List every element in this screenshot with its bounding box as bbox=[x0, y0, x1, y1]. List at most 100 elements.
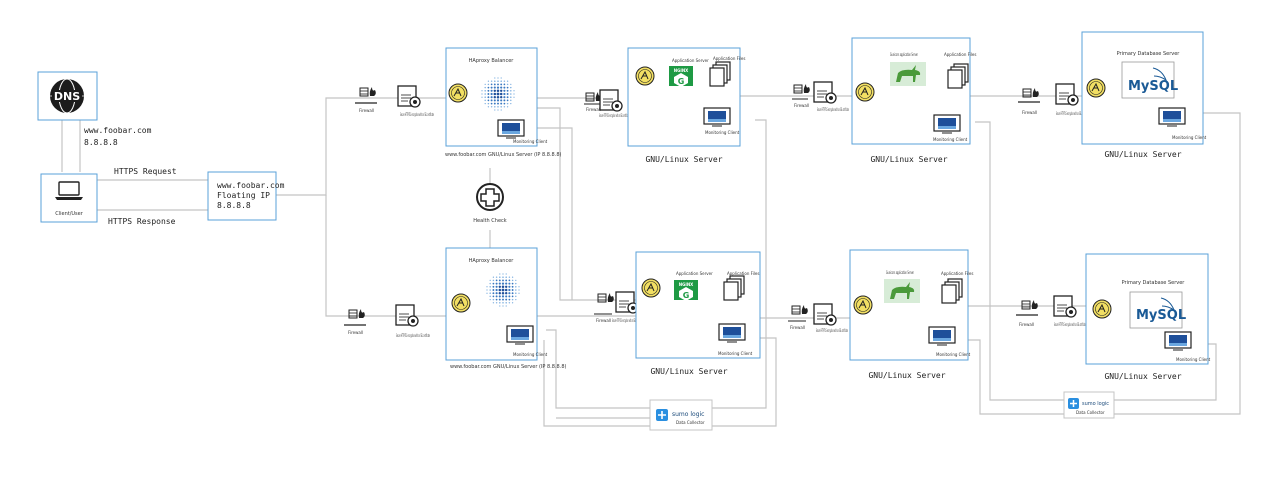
floating-ip: 8.8.8.8 bbox=[217, 201, 251, 210]
monitor-icon bbox=[1164, 331, 1192, 351]
nginx-logo-text: NGINX bbox=[674, 68, 689, 73]
haproxy-logo-icon bbox=[481, 77, 515, 111]
sumologic-icon bbox=[656, 409, 668, 421]
ssl-web-bottom: Secure HTTP/TLS encryption with an SSL c… bbox=[612, 291, 642, 323]
firewall-icon bbox=[1021, 299, 1039, 310]
nginx-logo-text: NGINX bbox=[679, 282, 694, 287]
firewall-icon bbox=[791, 304, 809, 315]
firewall-icon bbox=[359, 86, 377, 97]
certification-badge-icon bbox=[1086, 78, 1106, 98]
certification-badge-icon bbox=[451, 293, 471, 313]
ssl-caption: Secure HTTP/TLS encryption with an SSL c… bbox=[400, 112, 434, 117]
firewall-db-bottom: Firewall bbox=[1016, 299, 1039, 327]
dns-ip: 8.8.8.8 bbox=[84, 138, 118, 147]
https-response-label: HTTPS Response bbox=[108, 217, 176, 226]
ssl-app-bottom: Secure HTTP/TLS encryption with an SSL c… bbox=[813, 303, 848, 333]
unicorn-caption: Gunicorn application Server bbox=[886, 270, 914, 275]
web-server-bottom: Application Server NGINX G Application F… bbox=[635, 251, 761, 359]
firewall-label: Firewall bbox=[1022, 110, 1037, 115]
db-server-label: GNU/Linux Server bbox=[1104, 372, 1181, 381]
firewall-db-top: Firewall bbox=[1018, 87, 1040, 115]
certification-badge-icon bbox=[853, 295, 873, 315]
monitor-icon bbox=[497, 119, 525, 139]
files-icon bbox=[709, 61, 731, 87]
nginx-caption: Application Server bbox=[672, 58, 709, 63]
sumo-label: Data Collector bbox=[1076, 410, 1105, 415]
files-caption: Application Files bbox=[941, 271, 973, 276]
mysql-logo-icon: MySQL bbox=[1121, 61, 1178, 99]
monitor-caption: Monitoring Client bbox=[513, 139, 548, 144]
ssl-certificate-icon bbox=[615, 291, 639, 314]
monitor-caption: Monitoring Client bbox=[705, 130, 740, 135]
monitor-icon bbox=[718, 323, 746, 343]
ssl-db-bottom: Secure HTTP/TLS encryption with an SSL c… bbox=[1053, 295, 1086, 327]
monitor-caption: Monitoring Client bbox=[936, 352, 971, 357]
svg-text:G: G bbox=[683, 291, 690, 300]
https-request-label: HTTPS Request bbox=[114, 167, 177, 176]
firewall-icon bbox=[597, 292, 615, 303]
haproxy-caption: www.foobar.com GNU/Linux Server (IP 8.8.… bbox=[445, 152, 561, 158]
firewall-web-top: Firewall bbox=[584, 91, 603, 112]
laptop-icon bbox=[55, 181, 83, 200]
certification-badge-icon bbox=[641, 278, 661, 298]
firewall-web-bottom: Firewall bbox=[594, 292, 615, 323]
mysql-logo-text: MySQL bbox=[1128, 79, 1178, 94]
app-server-label: GNU/Linux Server bbox=[868, 371, 945, 380]
health-check-label: Health Check bbox=[473, 218, 506, 224]
monitor-icon bbox=[1158, 107, 1186, 127]
web-server-label: GNU/Linux Server bbox=[650, 367, 727, 376]
sumo-collector-right: sumo logic Data Collector bbox=[1063, 391, 1115, 419]
monitor-icon bbox=[506, 325, 534, 345]
monitor-icon bbox=[933, 114, 961, 134]
ssl-caption: Secure HTTP/TLS encryption with an SSL c… bbox=[396, 333, 430, 338]
certification-badge-icon bbox=[635, 66, 655, 86]
globe-icon: DNS bbox=[50, 78, 84, 114]
firewall-label: Firewall bbox=[359, 108, 374, 113]
certification-badge-icon bbox=[448, 83, 468, 103]
db-title: Primary Database Server bbox=[1117, 51, 1181, 57]
ssl-caption: Secure HTTP/TLS encryption with an SSL c… bbox=[612, 318, 642, 323]
nginx-icon: NGINX G bbox=[669, 66, 693, 87]
dns-domain: www.foobar.com bbox=[84, 126, 152, 135]
files-caption: Application Files bbox=[727, 271, 759, 276]
haproxy-box-bottom: HAproxy Balancer Monitoring Client bbox=[445, 247, 548, 361]
floating-label: Floating IP bbox=[217, 191, 270, 200]
client-label: Client/User bbox=[55, 211, 84, 217]
sumo-label: Data Collector bbox=[676, 420, 705, 425]
monitor-caption: Monitoring Client bbox=[718, 351, 753, 356]
firewall-label: Firewall bbox=[596, 318, 611, 323]
dns-box: DNS bbox=[37, 71, 98, 121]
db-server-label: GNU/Linux Server bbox=[1104, 150, 1181, 159]
app-server-bottom: Gunicorn application Server Application … bbox=[849, 249, 973, 361]
firewall-label: Firewall bbox=[794, 103, 809, 108]
ssl-caption: Secure HTTP/TLS encryption with an SSL c… bbox=[817, 107, 849, 112]
db-server-bottom: Primary Database Server MySQL Monitoring… bbox=[1085, 253, 1211, 365]
ssl-web-top: Secure HTTP/TLS encryption with an SSL c… bbox=[599, 89, 629, 118]
sumo-brand: sumo logic bbox=[672, 411, 704, 418]
unicorn-caption: Gunicorn application Server bbox=[890, 52, 918, 57]
firewall-app-bottom: Firewall bbox=[788, 304, 809, 330]
dns-label: DNS bbox=[54, 90, 80, 103]
firewall-icon bbox=[793, 83, 811, 94]
ssl-caption: Secure HTTP/TLS encryption with an SSL c… bbox=[816, 328, 848, 333]
files-icon bbox=[723, 275, 745, 301]
haproxy-title: HAproxy Balancer bbox=[469, 258, 515, 264]
ssl-certificate-icon bbox=[1055, 83, 1079, 106]
haproxy-box-top: HAproxy Balancer Monitoring Client bbox=[445, 47, 548, 147]
floating-domain: www.foobar.com bbox=[217, 181, 285, 190]
monitor-caption: Monitoring Client bbox=[1176, 357, 1211, 362]
db-title: Primary Database Server bbox=[1122, 280, 1186, 286]
monitor-icon bbox=[703, 107, 731, 127]
firewall-bottom-left: Firewall bbox=[344, 308, 366, 335]
monitor-caption: Monitoring Client bbox=[1172, 135, 1207, 140]
certification-badge-icon bbox=[855, 82, 875, 102]
app-server-top: Gunicorn application Server Application … bbox=[851, 37, 976, 145]
haproxy-logo-icon bbox=[486, 273, 520, 307]
sumo-collector-left: sumo logic Data Collector bbox=[649, 399, 713, 431]
nginx-caption: Application Server bbox=[676, 271, 713, 276]
monitor-caption: Monitoring Client bbox=[513, 352, 548, 357]
client-box: Client/User bbox=[40, 173, 98, 223]
files-icon bbox=[947, 63, 969, 89]
ssl-caption: Secure HTTP/TLS encryption with an SSL c… bbox=[1054, 322, 1086, 327]
ssl-caption: Secure HTTP/TLS encryption with an SSL c… bbox=[1056, 111, 1088, 116]
